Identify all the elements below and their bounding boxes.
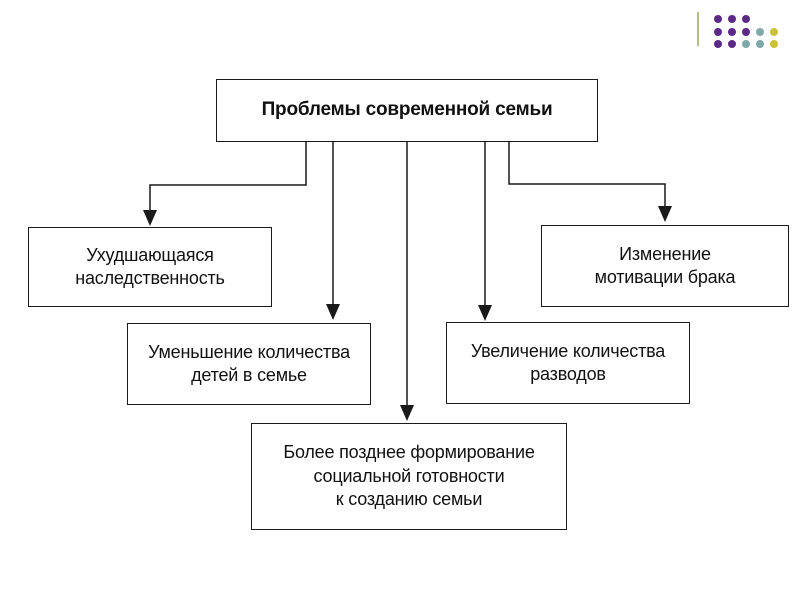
corner-dot	[728, 28, 736, 36]
node-children-label: Уменьшение количества детей в семье	[148, 341, 350, 385]
root-node-label: Проблемы современной семьи	[261, 99, 553, 121]
root-node: Проблемы современной семьи	[216, 79, 598, 142]
arrowhead-heredity	[143, 210, 157, 226]
corner-dot	[728, 40, 736, 48]
node-children: Уменьшение количества детей в семье	[127, 323, 371, 405]
arrowhead-divorces	[478, 305, 492, 321]
arrowhead-motivation	[658, 206, 672, 222]
corner-dot	[770, 28, 778, 36]
arrowhead-children	[326, 304, 340, 320]
connector-to-heredity	[149, 142, 307, 212]
corner-dot	[742, 28, 750, 36]
arrowhead-readiness	[400, 405, 414, 421]
node-heredity: Ухудшающаяся наследственность	[28, 227, 272, 307]
node-heredity-label: Ухудшающаяся наследственность	[75, 244, 225, 288]
corner-dot	[728, 15, 736, 23]
node-motivation-label: Изменение мотивации брака	[594, 243, 736, 287]
corner-dot	[714, 28, 722, 36]
node-divorces-label: Увеличение количества разводов	[470, 340, 666, 384]
corner-dot	[756, 28, 764, 36]
corner-dot	[742, 15, 750, 23]
node-readiness: Более позднее формирование социальной го…	[251, 423, 567, 530]
corner-dot	[714, 15, 722, 23]
corner-dot	[756, 40, 764, 48]
node-motivation: Изменение мотивации брака	[541, 225, 789, 307]
corner-dots	[714, 15, 778, 48]
corner-dot	[770, 40, 778, 48]
corner-dot	[742, 40, 750, 48]
node-divorces: Увеличение количества разводов	[446, 322, 690, 404]
node-readiness-label: Более позднее формирование социальной го…	[283, 442, 535, 510]
corner-dot	[714, 40, 722, 48]
connector-to-motivation	[508, 142, 666, 208]
